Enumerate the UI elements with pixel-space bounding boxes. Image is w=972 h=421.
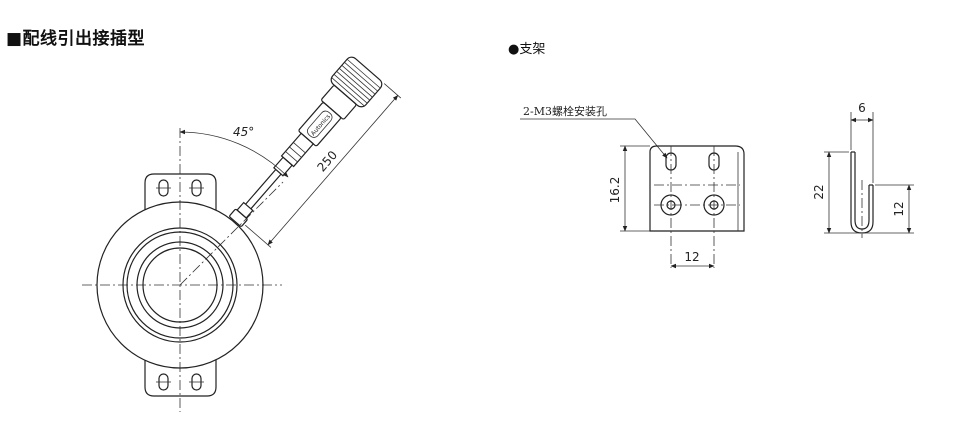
cable-length-label: 250 (314, 148, 340, 174)
cable-length-ext-start (245, 224, 272, 248)
cable-length-ext-end (383, 83, 402, 99)
side-height-label: 22 (812, 184, 826, 199)
bottom-flange (144, 360, 217, 397)
encoder-drawing: Autonics 250 45° (82, 56, 402, 412)
bracket-front-view: 2-M3螺栓安装孔 16.2 12 (520, 104, 745, 269)
encoder-body-outer (96, 201, 264, 369)
top-mounting-holes (156, 179, 204, 197)
hole-callout-leader (520, 118, 668, 159)
cable-length-dimension (267, 94, 399, 246)
encoder-body-ring (122, 227, 238, 343)
encoder-diagonal-centerline (179, 181, 284, 286)
bracket-heading-text: ●支架 (508, 42, 546, 57)
bracket-heading: ●支架 (508, 38, 545, 57)
hole-spacing-label: 12 (684, 250, 699, 264)
drawing-title: ■配线引出接插型 (6, 24, 145, 49)
angle-arc (179, 129, 289, 178)
cable-assembly: Autonics 250 (229, 56, 402, 248)
bracket-height-label: 16.2 (608, 177, 622, 204)
top-flange (144, 173, 217, 210)
bracket-side-outline (850, 152, 874, 234)
side-lower-label: 12 (892, 201, 906, 216)
gland-nut (236, 201, 254, 219)
side-width-label: 6 (858, 101, 866, 115)
title-text: ■配线引出接插型 (6, 29, 146, 49)
bottom-mounting-holes (156, 373, 204, 391)
bracket-side-view: 6 22 12 (812, 101, 914, 238)
encoder-hollow-shaft-inner (142, 247, 218, 323)
angle-label: 45° (233, 125, 254, 139)
bracket-front-outline (649, 145, 745, 232)
connector-brand: Autonics (310, 113, 332, 137)
hole-callout-label: 2-M3螺栓安装孔 (523, 104, 607, 118)
encoder-body-ring-inner (126, 231, 234, 339)
knurl-lines (331, 58, 381, 107)
encoder-hollow-shaft-outer (136, 241, 224, 329)
